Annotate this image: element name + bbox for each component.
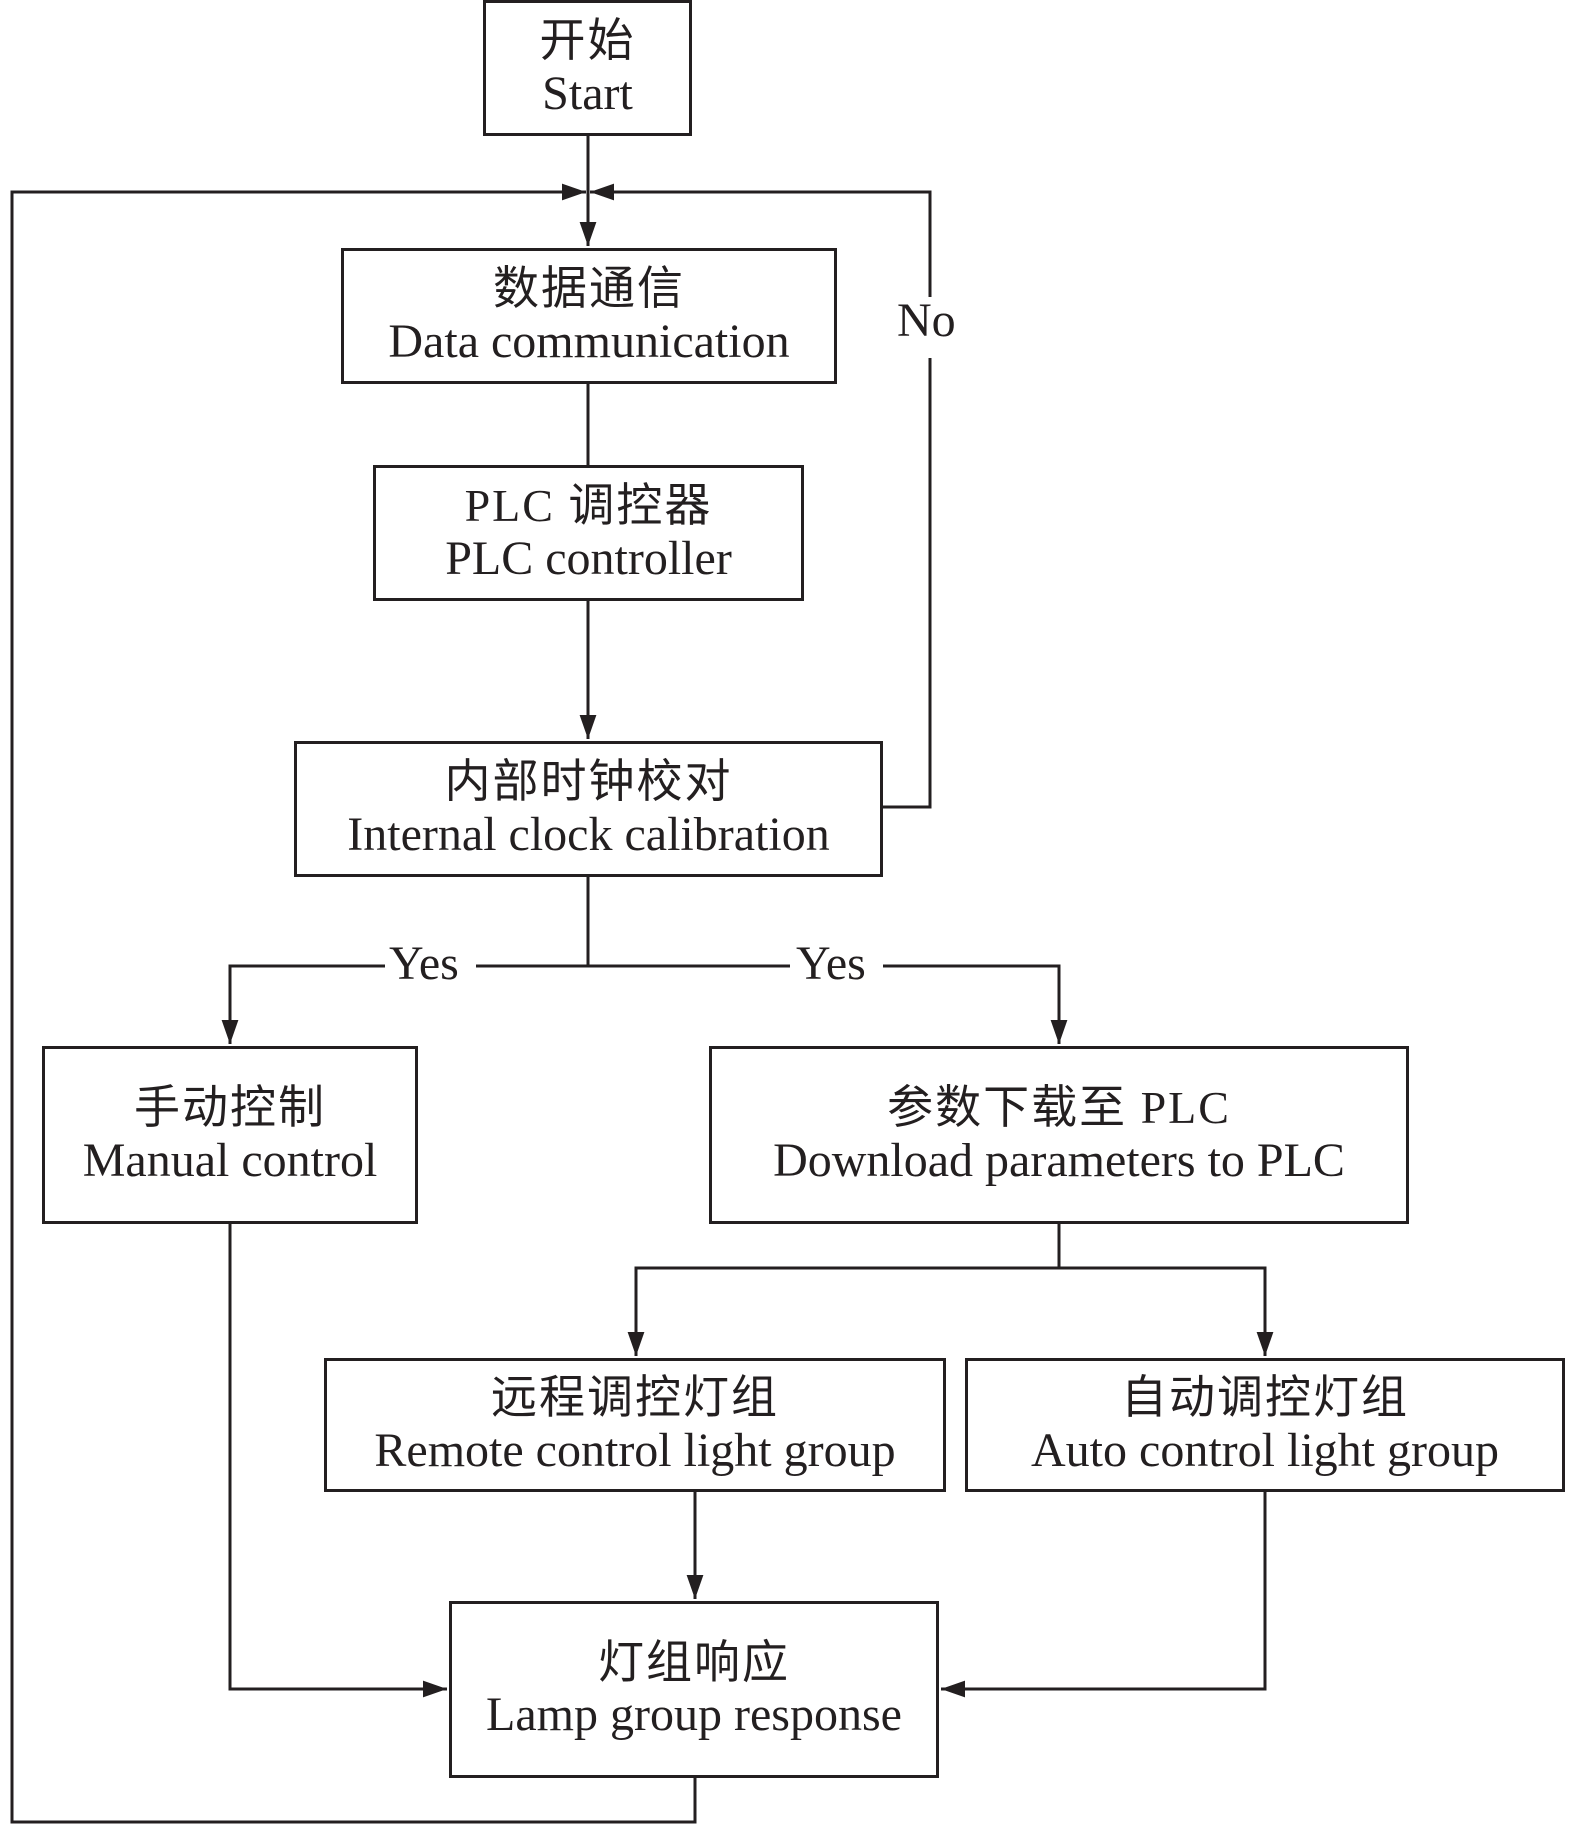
node-plc-controller-zh: PLC 调控器	[464, 480, 713, 532]
node-remote-control-light-group-zh: 远程调控灯组	[491, 1372, 779, 1424]
edge-auto-to-lamp	[941, 1492, 1267, 1698]
node-lamp-group-response: 灯组响应 Lamp group response	[449, 1601, 939, 1778]
node-data-communication-en: Data communication	[388, 314, 790, 368]
node-start-zh: 开始	[539, 15, 636, 67]
node-manual-control-en: Manual control	[82, 1133, 378, 1187]
edge-clock-no-loop-top	[590, 183, 932, 305]
edge-clock-no-loop	[883, 358, 932, 809]
node-start-en: Start	[542, 66, 633, 120]
node-internal-clock-calibration-en: Internal clock calibration	[347, 807, 830, 861]
node-auto-control-light-group: 自动调控灯组 Auto control light group	[965, 1358, 1565, 1492]
node-plc-controller: PLC 调控器 PLC controller	[373, 465, 804, 601]
node-internal-clock-calibration-zh: 内部时钟校对	[444, 756, 733, 808]
edge-yes-right	[883, 964, 1068, 1044]
node-download-parameters-zh: 参数下载至 PLC	[887, 1082, 1231, 1134]
edge-yes-left	[221, 964, 385, 1044]
node-plc-controller-en: PLC controller	[445, 531, 732, 585]
edge-download-to-remote	[627, 1266, 1059, 1356]
node-lamp-group-response-en: Lamp group response	[486, 1688, 902, 1742]
node-manual-control-zh: 手动控制	[134, 1082, 326, 1134]
node-start: 开始 Start	[483, 0, 692, 136]
edge-label-yes-left: Yes	[385, 940, 463, 988]
node-remote-control-light-group: 远程调控灯组 Remote control light group	[324, 1358, 946, 1492]
node-data-communication: 数据通信 Data communication	[341, 248, 837, 384]
node-remote-control-light-group-en: Remote control light group	[374, 1423, 896, 1477]
node-auto-control-light-group-en: Auto control light group	[1031, 1423, 1499, 1477]
edge-label-no: No	[893, 297, 960, 345]
node-internal-clock-calibration: 内部时钟校对 Internal clock calibration	[294, 741, 883, 877]
node-auto-control-light-group-zh: 自动调控灯组	[1121, 1372, 1409, 1424]
edge-manual-to-lamp	[228, 1224, 447, 1698]
node-download-parameters: 参数下载至 PLC Download parameters to PLC	[709, 1046, 1409, 1224]
edge-lamp-loop-back	[10, 183, 697, 1824]
node-lamp-group-response-zh: 灯组响应	[598, 1636, 790, 1688]
edge-label-yes-right: Yes	[792, 940, 870, 988]
node-manual-control: 手动控制 Manual control	[42, 1046, 418, 1224]
edge-download-to-auto	[1059, 1266, 1274, 1356]
node-data-communication-zh: 数据通信	[493, 263, 685, 315]
node-download-parameters-en: Download parameters to PLC	[773, 1133, 1345, 1187]
